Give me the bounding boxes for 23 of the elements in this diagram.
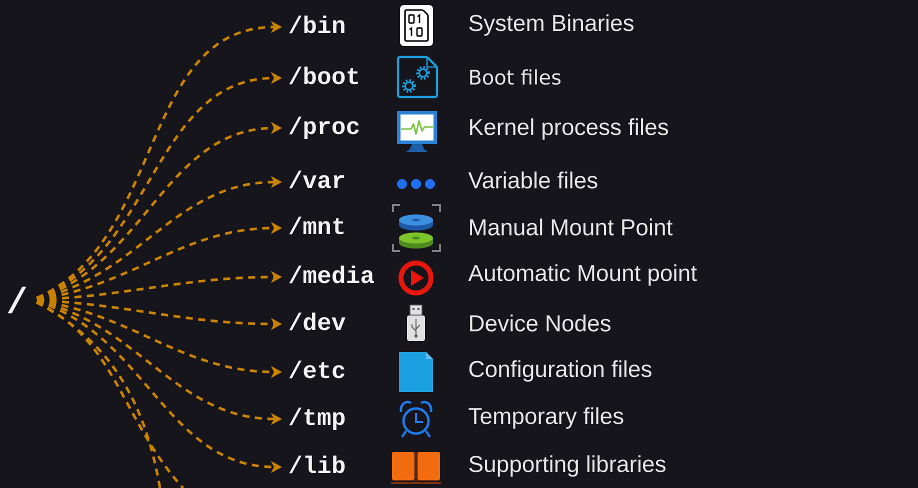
description-text: System Binaries bbox=[469, 14, 634, 36]
description-text: Manual Mount Point bbox=[470, 218, 673, 236]
root-label: / bbox=[8, 286, 26, 314]
description-text: Device Nodes bbox=[470, 314, 610, 332]
directory-label: /mnt bbox=[289, 216, 344, 234]
description-text: Temporary files bbox=[468, 407, 624, 429]
description-text: Supporting libraries bbox=[469, 455, 666, 477]
directory-label: /dev bbox=[289, 312, 346, 330]
directory-label: /bin bbox=[289, 16, 344, 34]
directory-label: /var bbox=[289, 170, 344, 188]
directory-label: /lib bbox=[289, 456, 345, 474]
directory-label: /tmp bbox=[289, 408, 345, 430]
description-text: Boot files bbox=[470, 69, 560, 85]
dashed-line bbox=[36, 301, 162, 488]
description-text: Configuration files bbox=[469, 360, 652, 382]
description-text: Automatic Mount point bbox=[468, 264, 697, 286]
directory-label: /proc bbox=[289, 116, 359, 139]
dashed-line bbox=[36, 301, 184, 488]
directory-label: /etc bbox=[289, 360, 344, 378]
description-text: Variable files bbox=[468, 172, 598, 188]
directory-label: /media bbox=[289, 266, 374, 284]
directory-label: /boot bbox=[289, 66, 358, 84]
description-text: Kernel process files bbox=[470, 118, 668, 140]
